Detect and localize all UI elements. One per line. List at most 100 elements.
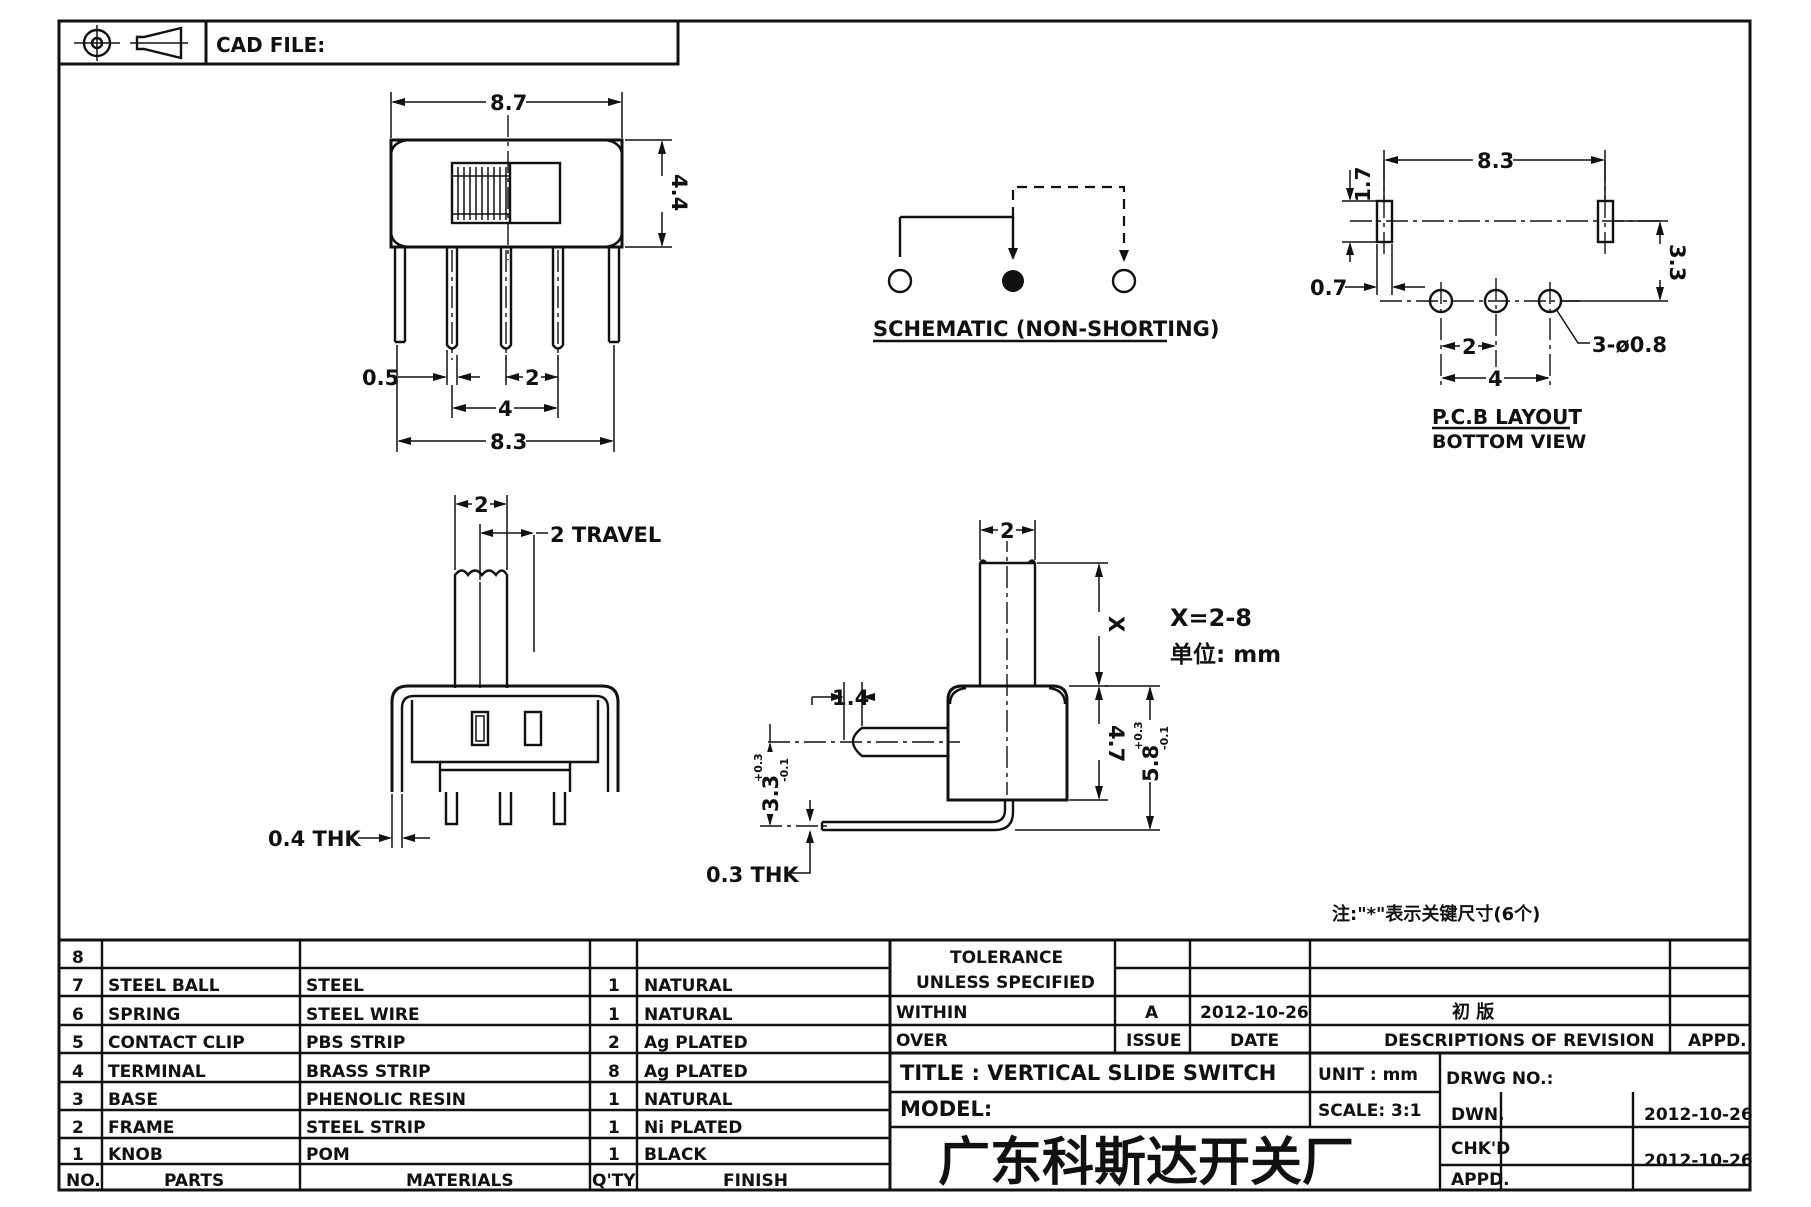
bom-finish: Ag PLATED bbox=[644, 1033, 748, 1053]
tolerance-within: WITHIN bbox=[896, 1003, 967, 1023]
revision-issue: A bbox=[1145, 1003, 1159, 1023]
bom-no: 1 bbox=[72, 1145, 84, 1165]
end-dim-tab-width: 1.4 bbox=[811, 682, 875, 740]
dim-height: 4.4 bbox=[625, 139, 691, 248]
bom-material: STEEL STRIP bbox=[306, 1118, 426, 1138]
tolerance-title: TOLERANCE bbox=[950, 948, 1063, 968]
tolerance-subtitle: UNLESS SPECIFIED bbox=[916, 973, 1095, 993]
bom-finish: NATURAL bbox=[644, 1090, 733, 1110]
dim-pin-pitch: 2 bbox=[505, 355, 559, 390]
schematic-label: SCHEMATIC (NON-SHORTING) bbox=[873, 317, 1219, 341]
checked-label: CHK'D bbox=[1451, 1139, 1510, 1159]
bom-header-parts: PARTS bbox=[164, 1171, 224, 1191]
approved-label: APPD. bbox=[1451, 1170, 1510, 1190]
side-dim-knob-width: 2 bbox=[454, 493, 508, 570]
revision-date: 2012-10-26 bbox=[1200, 1003, 1309, 1023]
bom-material: STEEL bbox=[306, 976, 364, 996]
svg-text:+0.3: +0.3 bbox=[1132, 721, 1145, 750]
dim-pin-width: 0.5 bbox=[362, 350, 480, 390]
pcb-layout-subtitle: BOTTOM VIEW bbox=[1432, 431, 1586, 453]
svg-text:4: 4 bbox=[498, 397, 513, 421]
bom-no: 5 bbox=[72, 1033, 84, 1053]
pcb-dim-pitch: 2 bbox=[1441, 335, 1496, 359]
svg-text:+0.3: +0.3 bbox=[752, 753, 765, 782]
bom-finish: Ni PLATED bbox=[644, 1118, 742, 1138]
svg-text:2: 2 bbox=[1000, 519, 1015, 543]
unit-label: UNIT : mm bbox=[1318, 1065, 1418, 1085]
unit-note: 单位: mm bbox=[1170, 641, 1281, 668]
notes: X=2-8 单位: mm 注:"*"表示关键尺寸(6个) bbox=[1170, 604, 1540, 925]
schematic: SCHEMATIC (NON-SHORTING) bbox=[873, 185, 1219, 343]
bom-no: 8 bbox=[72, 948, 84, 968]
bom-header-row: NO. PARTS MATERIALS Q'TY FINISH bbox=[66, 1171, 788, 1191]
slot-left bbox=[1375, 199, 1394, 244]
side-dim-travel: 2 TRAVEL bbox=[479, 523, 661, 580]
svg-text:2 TRAVEL: 2 TRAVEL bbox=[550, 523, 661, 547]
svg-text:1.7: 1.7 bbox=[1351, 167, 1375, 202]
bom-qty: 1 bbox=[608, 1005, 620, 1025]
bom-qty: 1 bbox=[608, 1145, 620, 1165]
bom-part: BASE bbox=[108, 1090, 158, 1110]
svg-text:3.3: 3.3 bbox=[1665, 244, 1689, 281]
bom-no: 6 bbox=[72, 1005, 84, 1025]
bom-part: STEEL BALL bbox=[108, 976, 220, 996]
bom-part: TERMINAL bbox=[108, 1062, 206, 1082]
header-box: CAD FILE: bbox=[59, 21, 680, 66]
bom-qty: 1 bbox=[608, 1118, 620, 1138]
svg-text:0.4 THK: 0.4 THK bbox=[268, 827, 361, 851]
svg-text:4.7: 4.7 bbox=[1104, 725, 1128, 762]
bom-material: POM bbox=[306, 1145, 350, 1165]
bom-qty: 1 bbox=[608, 976, 620, 996]
svg-text:2: 2 bbox=[525, 366, 540, 390]
slot-right bbox=[1596, 199, 1615, 244]
drawing-number-label: DRWG NO.: bbox=[1446, 1069, 1553, 1089]
drawn-label: DWN. bbox=[1451, 1105, 1505, 1125]
end-dim-knob-width: 2 bbox=[979, 519, 1036, 560]
pcb-dim-slot-width: 0.7 bbox=[1310, 244, 1425, 300]
bom-finish: Ag PLATED bbox=[644, 1062, 748, 1082]
svg-text:8.3: 8.3 bbox=[490, 430, 527, 454]
bom-part: SPRING bbox=[108, 1005, 180, 1025]
pcb-dim-outer: 4 bbox=[1441, 367, 1550, 391]
bom-no: 4 bbox=[72, 1062, 84, 1082]
svg-text:5.8: 5.8 bbox=[1139, 745, 1163, 782]
dim-pin-span: 8.3 bbox=[396, 345, 615, 454]
checked-date: 2012-10-26 bbox=[1644, 1151, 1753, 1171]
revision-appd-header: APPD. bbox=[1688, 1031, 1747, 1051]
svg-text:2: 2 bbox=[1462, 335, 1477, 359]
end-dim-total-height: 5.8 +0.3 -0.1 bbox=[1015, 685, 1171, 831]
bom-no: 7 bbox=[72, 976, 84, 996]
svg-text:1.4: 1.4 bbox=[832, 686, 869, 710]
revision-issue-header: ISSUE bbox=[1126, 1031, 1181, 1051]
drawing-title: TITLE : VERTICAL SLIDE SWITCH bbox=[900, 1061, 1276, 1085]
svg-text:4.4: 4.4 bbox=[667, 174, 691, 211]
bom-qty: 2 bbox=[608, 1033, 620, 1053]
cad-file-label: CAD FILE: bbox=[216, 33, 325, 57]
pcb-dim-span: 8.3 bbox=[1383, 148, 1606, 199]
side-view: 2 2 TRAVEL 0.4 THK bbox=[268, 493, 661, 851]
svg-text:-0.1: -0.1 bbox=[778, 758, 791, 782]
title-block: TOLERANCE UNLESS SPECIFIED WITHIN OVER A… bbox=[890, 940, 1753, 1193]
svg-text:3.3: 3.3 bbox=[759, 775, 783, 812]
svg-text:0.7: 0.7 bbox=[1310, 276, 1347, 300]
svg-text:0.3 THK: 0.3 THK bbox=[706, 863, 799, 887]
bom-finish: NATURAL bbox=[644, 976, 733, 996]
bom-row: 6 SPRING STEEL WIRE 1 NATURAL bbox=[72, 1005, 733, 1025]
bom-part: FRAME bbox=[108, 1118, 174, 1138]
svg-text:0.5: 0.5 bbox=[362, 366, 399, 390]
svg-text:2: 2 bbox=[474, 493, 489, 517]
bom-finish: NATURAL bbox=[644, 1005, 733, 1025]
model-label: MODEL: bbox=[900, 1097, 992, 1121]
terminal-common bbox=[1002, 270, 1024, 292]
pcb-layout-title: P.C.B LAYOUT bbox=[1432, 405, 1582, 429]
front-view: 8.7 4.4 0.5 bbox=[362, 90, 691, 454]
bom-header-qty: Q'TY bbox=[592, 1171, 636, 1191]
drawn-date: 2012-10-26 bbox=[1644, 1105, 1753, 1125]
bom-material: STEEL WIRE bbox=[306, 1005, 420, 1025]
bom-header-no: NO. bbox=[66, 1171, 101, 1191]
